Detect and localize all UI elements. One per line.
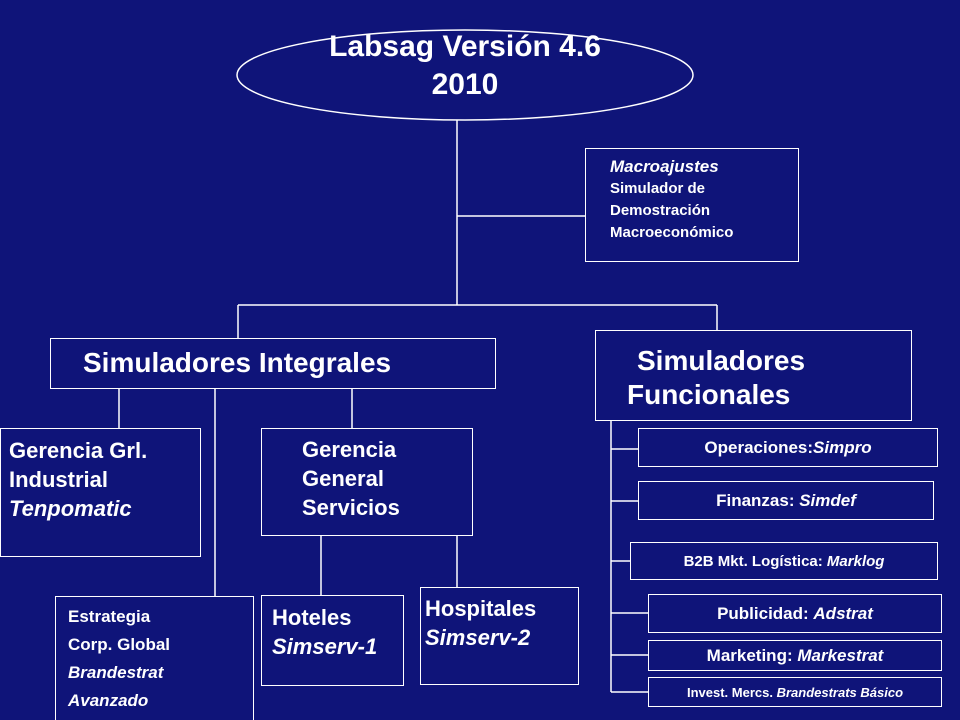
macro-line-2: Simulador de xyxy=(610,180,706,197)
funcionales-node: Simuladores Funcionales xyxy=(595,330,912,421)
gerencia-servicios-line-2: General xyxy=(302,466,384,491)
functional-item-finanzas-prefix: Finanzas: xyxy=(716,491,800,510)
functional-item-operaciones-name: Simpro xyxy=(813,438,872,457)
title-line-2: 2010 xyxy=(431,68,499,101)
functional-item-publicidad: Publicidad: Adstrat xyxy=(648,594,942,633)
functional-item-invest: Invest. Mercs. Brandestrats Básico xyxy=(648,677,942,707)
estrategia-line-2: Corp. Global xyxy=(68,635,170,654)
gerencia-industrial-line-2: Industrial xyxy=(9,467,109,492)
hoteles-node: Hoteles Simserv-1 xyxy=(261,595,404,686)
gerencia-industrial-node: Gerencia Grl. Industrial Tenpomatic xyxy=(0,428,201,557)
title-ellipse xyxy=(236,29,694,121)
functional-item-finanzas-name: Simdef xyxy=(799,491,856,510)
title-line-1: Labsag Versión 4.6 xyxy=(329,30,601,63)
hospitales-line-2: Simserv-2 xyxy=(425,625,531,650)
functional-item-marketing-name: Markestrat xyxy=(797,646,884,665)
functional-item-marketing-prefix: Marketing: xyxy=(706,646,798,665)
functional-item-b2b: B2B Mkt. Logística: Marklog xyxy=(630,542,938,580)
functional-item-b2b-prefix: B2B Mkt. Logística: xyxy=(683,553,827,570)
functional-item-publicidad-name: Adstrat xyxy=(813,604,873,623)
functional-item-b2b-name: Marklog xyxy=(826,553,885,570)
hoteles-line-1: Hoteles xyxy=(272,605,352,630)
title-node: Labsag Versión 4.6 2010 xyxy=(236,28,694,104)
integrales-node: Simuladores Integrales xyxy=(50,338,496,389)
funcionales-line-1: Simuladores xyxy=(637,345,806,376)
macro-line-4: Macroeconómico xyxy=(610,224,734,241)
macro-node: Macroajustes Simulador de Demostración M… xyxy=(585,148,799,262)
funcionales-line-2: Funcionales xyxy=(627,379,791,410)
macro-line-1: Macroajustes xyxy=(610,157,719,176)
functional-item-invest-prefix: Invest. Mercs. xyxy=(686,685,777,700)
functional-item-publicidad-prefix: Publicidad: xyxy=(717,604,814,623)
integrales-label: Simuladores Integrales xyxy=(83,347,392,378)
gerencia-servicios-node: Gerencia General Servicios xyxy=(261,428,473,536)
hospitales-node: Hospitales Simserv-2 xyxy=(420,587,579,685)
hoteles-line-2: Simserv-1 xyxy=(272,634,378,659)
gerencia-servicios-line-3: Servicios xyxy=(302,495,400,520)
functional-item-operaciones: Operaciones:Simpro xyxy=(638,428,938,467)
functional-item-invest-name: Brandestrats Básico xyxy=(776,685,904,700)
functional-item-marketing: Marketing: Markestrat xyxy=(648,640,942,671)
functional-item-operaciones-prefix: Operaciones: xyxy=(704,438,814,457)
macro-line-3: Demostración xyxy=(610,202,711,219)
gerencia-servicios-line-1: Gerencia xyxy=(302,437,397,462)
gerencia-industrial-line-1: Gerencia Grl. xyxy=(9,438,148,463)
estrategia-line-4: Avanzado xyxy=(68,691,149,710)
estrategia-node: Estrategia Corp. Global Brandestrat Avan… xyxy=(55,596,254,720)
functional-item-finanzas: Finanzas: Simdef xyxy=(638,481,934,520)
hospitales-line-1: Hospitales xyxy=(425,596,537,621)
gerencia-industrial-line-3: Tenpomatic xyxy=(9,496,132,521)
estrategia-line-1: Estrategia xyxy=(68,607,151,626)
estrategia-line-3: Brandestrat xyxy=(68,663,164,682)
